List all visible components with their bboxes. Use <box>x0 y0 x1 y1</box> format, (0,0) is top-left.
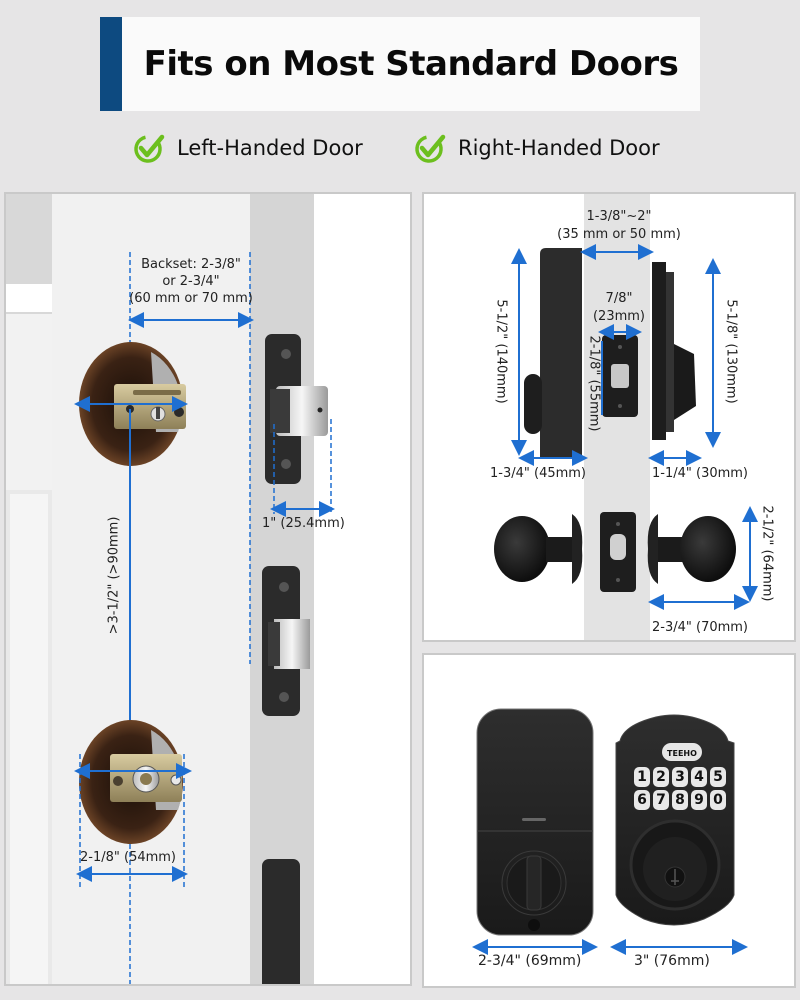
key-4: 4 <box>694 769 704 785</box>
keypad-labels: 1 2 3 4 5 6 7 8 9 0 <box>634 767 730 813</box>
backset-line-2: or 2-3/4" <box>162 274 220 289</box>
check-circle-icon <box>415 134 446 163</box>
key-7: 7 <box>656 792 666 808</box>
bore-diameter-label: 2-1/8" (54mm) <box>80 850 177 865</box>
interior-width-label: 2-3/4" (69mm) <box>478 953 582 969</box>
key-0: 0 <box>713 792 723 808</box>
door-thickness-line-1: 1-3/8"~2" <box>586 209 652 224</box>
backset-label: Backset: 2-3/8" or 2-3/4" (60 mm or 70 m… <box>124 256 258 307</box>
compat-right-handed: Right-Handed Door <box>414 130 660 166</box>
brand-logo: TEEHO <box>667 749 697 758</box>
backset-line-3: (60 mm or 70 mm) <box>129 291 253 306</box>
interior-height-label: 5-1/2" (140mm) <box>493 299 509 404</box>
keypad <box>634 767 726 810</box>
compat-label: Left-Handed Door <box>177 136 363 160</box>
title-accent-bar <box>100 17 122 111</box>
exterior-depth-label: 1-1/4" (30mm) <box>652 466 749 481</box>
backset-line-1: Backset: 2-3/8" <box>141 257 241 272</box>
interior-depth-label: 1-3/4" (45mm) <box>490 466 587 481</box>
latch-depth-label: 1" (25.4mm) <box>262 516 345 531</box>
door-prep-illustration <box>6 194 410 984</box>
compat-label: Right-Handed Door <box>458 136 660 160</box>
faceplate-height-label: 2-1/8" (55mm) <box>586 335 602 432</box>
exterior-width-label: 3" (76mm) <box>634 953 710 969</box>
door-thickness-label: 1-3/8"~2" (35 mm or 50 mm) <box>554 208 684 244</box>
key-8: 8 <box>675 792 685 808</box>
key-3: 3 <box>675 769 685 785</box>
compat-left-handed: Left-Handed Door <box>133 130 363 166</box>
key-1: 1 <box>637 769 647 785</box>
faceplate-width-label: 7/8" (23mm) <box>586 290 652 326</box>
faceplate-width-line-2: (23mm) <box>592 309 645 324</box>
exterior-height-label: 5-1/8" (130mm) <box>723 299 739 404</box>
side-view-panel: 1-3/8"~2" (35 mm or 50 mm) 7/8" (23mm) 2… <box>422 192 796 642</box>
faceplate-width-line-1: 7/8" <box>605 291 633 306</box>
front-view-illustration: TEEHO <box>472 708 748 955</box>
knob-diameter-label: 2-1/2" (64mm) <box>759 505 775 602</box>
knob-projection-label: 2-3/4" (70mm) <box>652 620 749 635</box>
check-circle-icon <box>134 134 165 163</box>
front-view-panel: TEEHO 1 2 3 4 5 6 7 <box>422 653 796 988</box>
key-6: 6 <box>637 792 647 808</box>
page-title: Fits on Most Standard Doors <box>143 44 679 84</box>
hole-spacing-label: >3-1/2" (>90mm) <box>106 516 122 635</box>
title-banner <box>100 17 700 111</box>
door-thickness-line-2: (35 mm or 50 mm) <box>557 227 681 242</box>
key-9: 9 <box>694 792 704 808</box>
key-5: 5 <box>713 769 723 785</box>
side-view-illustration <box>494 194 758 640</box>
door-prep-panel: Backset: 2-3/8" or 2-3/4" (60 mm or 70 m… <box>4 192 412 986</box>
key-2: 2 <box>656 769 666 785</box>
